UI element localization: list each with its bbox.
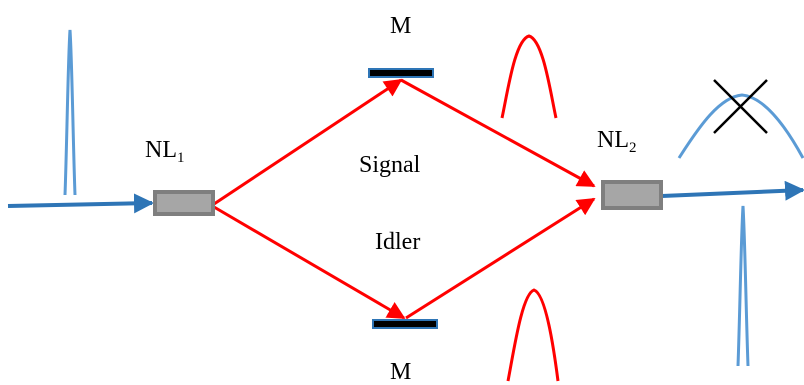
mirror-top-label: M: [390, 13, 411, 39]
signal-path-from-mirror: [400, 78, 596, 188]
pump-output-beam: [661, 180, 804, 201]
input-pulse-shape: [63, 29, 77, 196]
idler-label: Idler: [375, 229, 420, 255]
nl1-crystal: [153, 190, 215, 216]
nl2-label-base: NL: [597, 127, 629, 153]
nl1-label-base: NL: [145, 137, 177, 163]
mirror-bottom-label: M: [390, 359, 411, 385]
nl2-label-subscript: 2: [629, 140, 637, 156]
nl2-label: NL2: [597, 127, 637, 156]
idler-pulse-shape: [506, 288, 560, 382]
signal-pulse-shape: [500, 34, 558, 119]
pump-input-beam: [7, 193, 154, 214]
nl1-label-subscript: 1: [177, 150, 185, 166]
bottom-mirror: [372, 319, 438, 329]
blocked-broad-pulse: [677, 93, 804, 159]
x-cross-mark-icon: [713, 79, 768, 134]
top-mirror: [368, 68, 434, 78]
idler-path-from-mirror: [405, 197, 596, 320]
nl2-crystal: [601, 180, 663, 210]
idler-path-to-mirror: [213, 205, 406, 320]
signal-path-to-mirror: [213, 78, 403, 206]
output-pulse-shape: [736, 205, 750, 367]
nl1-label: NL1: [145, 137, 185, 166]
signal-label: Signal: [359, 152, 421, 178]
